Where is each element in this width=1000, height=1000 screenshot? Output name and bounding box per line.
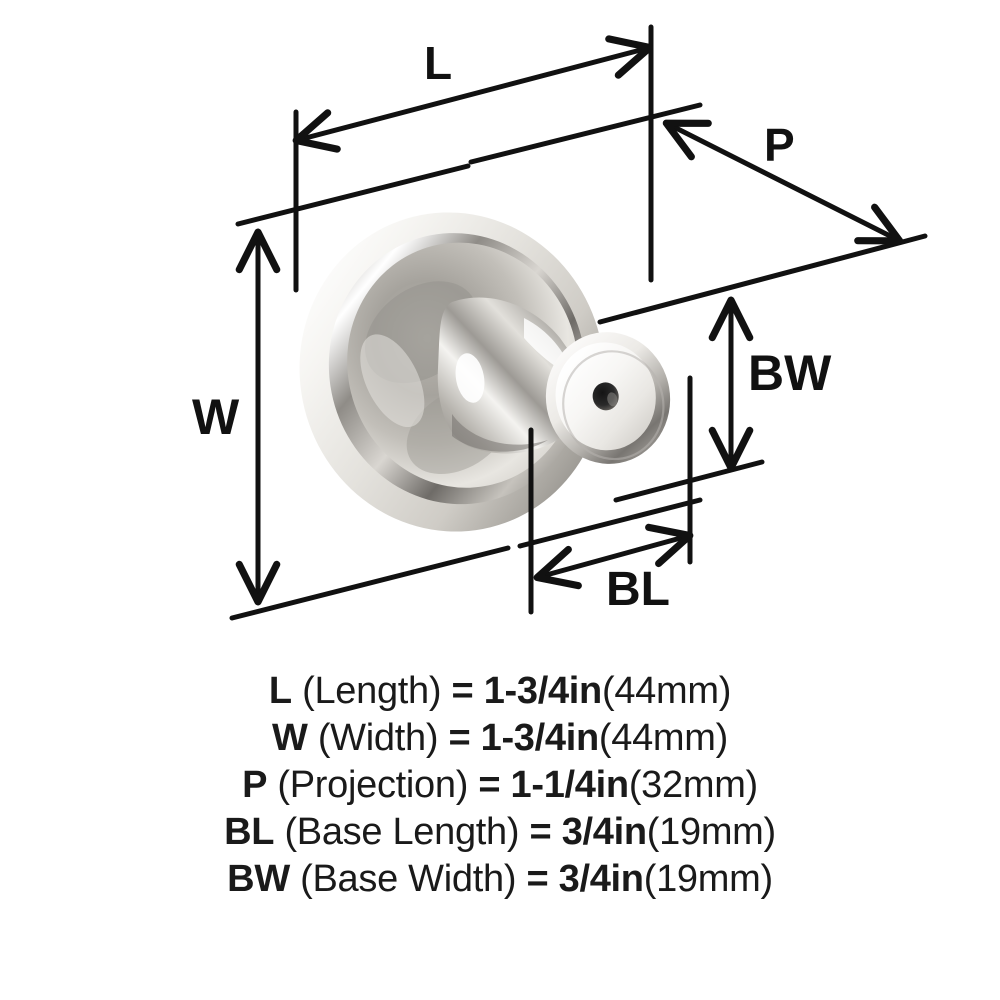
spec-name: (Length) bbox=[302, 670, 442, 712]
extension-line-top-left-slant bbox=[235, 163, 471, 227]
spec-name: (Width) bbox=[317, 717, 439, 759]
dimension-lines bbox=[229, 24, 928, 621]
dimension-label-base-length: BL bbox=[606, 563, 670, 616]
spec-metric: (19mm) bbox=[646, 811, 776, 853]
dimension-arrow-projection bbox=[662, 119, 904, 245]
spec-equals: = bbox=[451, 670, 474, 712]
extension-line-bottom-left-slant bbox=[229, 545, 511, 621]
spec-name: (Projection) bbox=[277, 764, 469, 806]
rosette-highlight bbox=[360, 334, 425, 428]
dimension-label-base-width: BW bbox=[748, 345, 832, 401]
spec-code: BW bbox=[227, 858, 290, 900]
extension-line-projection-upper bbox=[597, 233, 928, 325]
spec-code: W bbox=[271, 717, 308, 759]
specification-list: L (Length) = 1-3/4in(44mm)W (Width) = 1-… bbox=[0, 668, 1000, 903]
spec-metric: (32mm) bbox=[628, 764, 758, 806]
spec-line: P (Projection) = 1-1/4in(32mm) bbox=[242, 762, 758, 809]
screw-socket-highlight bbox=[607, 392, 618, 407]
spec-metric: (44mm) bbox=[601, 670, 732, 712]
dimension-label-width: W bbox=[192, 389, 240, 445]
dimension-arrow-length bbox=[292, 35, 654, 153]
spec-line: W (Width) = 1-3/4in(44mm) bbox=[272, 715, 728, 762]
front-cap-inner-shadow bbox=[562, 350, 665, 461]
spec-code: P bbox=[242, 764, 268, 806]
spec-metric: (19mm) bbox=[643, 858, 773, 900]
spec-imperial: 1-3/4in bbox=[483, 670, 603, 712]
spec-equals: = bbox=[478, 764, 501, 806]
spec-equals: = bbox=[529, 811, 552, 853]
spec-name: (Base Length) bbox=[284, 811, 520, 853]
spec-code: BL bbox=[224, 811, 275, 853]
product-illustration bbox=[299, 212, 671, 532]
knob-stem-specular bbox=[455, 353, 485, 403]
dimension-label-projection: P bbox=[764, 119, 795, 171]
dimension-arrow-base-length bbox=[533, 523, 694, 590]
spec-line: BL (Base Length) = 3/4in(19mm) bbox=[224, 809, 776, 856]
extension-line-top-right-slant bbox=[468, 102, 703, 165]
spec-equals: = bbox=[448, 717, 471, 759]
spec-name: (Base Width) bbox=[300, 858, 517, 900]
spec-line: L (Length) = 1-3/4in(44mm) bbox=[269, 668, 731, 715]
knob-stem-shadow bbox=[452, 414, 548, 452]
spec-line: BW (Base Width) = 3/4in(19mm) bbox=[227, 856, 773, 903]
spec-imperial: 1-3/4in bbox=[480, 717, 600, 759]
dimension-label-length: L bbox=[424, 37, 453, 89]
spec-metric: (44mm) bbox=[598, 717, 728, 759]
spec-imperial: 1-1/4in bbox=[510, 764, 630, 806]
spec-imperial: 3/4in bbox=[561, 811, 647, 853]
spec-imperial: 3/4in bbox=[558, 858, 644, 900]
spec-code: L bbox=[268, 670, 292, 712]
spec-equals: = bbox=[526, 858, 549, 900]
